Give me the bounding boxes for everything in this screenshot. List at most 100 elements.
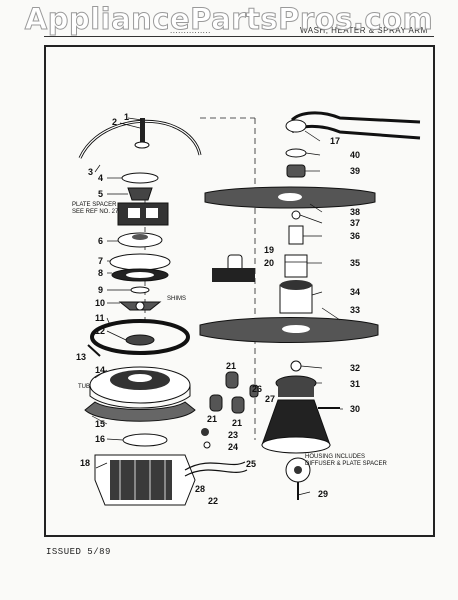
plate-spacer-note-line1: PLATE SPACER: [72, 202, 117, 208]
callout-3: 3: [88, 167, 93, 177]
callout-23: 23: [228, 430, 238, 440]
base-plate-part: [84, 401, 196, 422]
callout-26: 26: [252, 384, 262, 394]
header-title: WASH, HEATER & SPRAY ARM: [300, 26, 428, 35]
impeller-part: [127, 187, 153, 201]
chopper-hub: [135, 301, 145, 311]
plate-spacer-note-line2: SEE REF NO. 27: [72, 209, 119, 215]
plate-spacer-hole-left: [128, 208, 140, 218]
washer-part: [134, 141, 150, 149]
coupling-part-1: [225, 371, 239, 389]
callout-15: 15: [95, 419, 105, 429]
seal-center: [126, 272, 154, 278]
callout-7: 7: [98, 256, 103, 266]
wire-harness-2: [184, 469, 248, 477]
callout-10: 10: [95, 298, 105, 308]
wire-harness: [184, 461, 246, 471]
coupling-part-3: [231, 396, 245, 414]
callout-36: 36: [350, 231, 360, 241]
leader-16: [106, 438, 124, 441]
callout-13: 13: [76, 352, 86, 362]
large-gasket-part: [90, 319, 190, 355]
callout-30: 30: [350, 404, 360, 414]
callout-2: 2: [112, 117, 117, 127]
supply-tube-part: [290, 111, 421, 124]
leader-3: [94, 164, 101, 173]
callout-21a: 21: [226, 361, 236, 371]
pump-housing-hub: [128, 374, 152, 382]
callout-17: 17: [330, 136, 340, 146]
washer-small-part: [203, 441, 211, 449]
callout-32: 32: [350, 363, 360, 373]
callout-25: 25: [246, 459, 256, 469]
leader-2: [119, 122, 141, 129]
filter-top-34: [280, 280, 312, 290]
housing-base-27: [261, 436, 331, 454]
header-rule: [44, 36, 434, 37]
shims-note: SHIMS: [167, 296, 186, 302]
leader-1: [127, 117, 143, 121]
leader-12: [106, 330, 127, 341]
cover-hub: [132, 234, 148, 240]
callout-21b: 21: [207, 414, 217, 424]
callout-27: 27: [265, 394, 275, 404]
leader-17: [304, 130, 321, 142]
callout-1: 1: [124, 112, 129, 122]
coupling-part-2: [209, 394, 223, 412]
leader-37: [299, 214, 323, 224]
tube-fitting: [285, 119, 307, 133]
callout-12: 12: [95, 326, 105, 336]
leader-34: [311, 291, 323, 296]
callout-16: 16: [95, 434, 105, 444]
callout-28: 28: [195, 484, 205, 494]
tube-part-36: [288, 225, 304, 245]
bolt-part: [140, 118, 145, 142]
plate-spacer-hole-right: [146, 208, 158, 218]
callout-37: 37: [350, 218, 360, 228]
callout-39: 39: [350, 166, 360, 176]
callout-29: 29: [318, 489, 328, 499]
diagram-frame: [44, 45, 435, 537]
leader-15: [91, 415, 108, 425]
lower-spray-arm-hub: [282, 325, 310, 333]
leader-33: [321, 307, 341, 321]
hose-highlight: [79, 120, 201, 159]
leader-38: [309, 203, 323, 213]
pump-housing-wall: [89, 385, 191, 409]
callout-34: 34: [350, 287, 360, 297]
leader-29: [297, 491, 311, 496]
callout-35: 35: [350, 258, 360, 268]
callout-31: 31: [350, 379, 360, 389]
issued-date: ISSUED 5/89: [46, 547, 111, 557]
leader-32: [300, 365, 323, 369]
callout-24: 24: [228, 442, 238, 452]
tube-part-35: [284, 254, 308, 278]
coupling-part-4: [249, 384, 259, 398]
leader-14: [94, 369, 108, 379]
nut-part: [201, 428, 209, 436]
tub-note: TUB: [78, 384, 90, 390]
watermark: AppliancePartsPros.com: [24, 2, 434, 37]
upper-spray-arm-hub: [278, 193, 302, 201]
callout-33: 33: [350, 305, 360, 315]
callout-4: 4: [98, 173, 103, 183]
housing-note-line1: HOUSING INCLUDES: [305, 454, 365, 460]
callout-9: 9: [98, 285, 103, 295]
callout-19: 19: [264, 245, 274, 255]
header-left-text: ...............: [170, 26, 211, 35]
screw-part: [87, 344, 101, 357]
leader-40: [305, 152, 321, 156]
callout-21c: 21: [232, 418, 242, 428]
gear-body-31: [278, 383, 314, 397]
callout-22: 22: [208, 496, 218, 506]
callout-20: 20: [264, 258, 274, 268]
housing-note-line2: DIFFUSER & PLATE SPACER: [305, 461, 387, 467]
bracket-part: [212, 268, 255, 282]
callout-40: 40: [350, 150, 360, 160]
callout-18: 18: [80, 458, 90, 468]
leader-11: [106, 317, 111, 326]
callout-14: 14: [95, 365, 105, 375]
